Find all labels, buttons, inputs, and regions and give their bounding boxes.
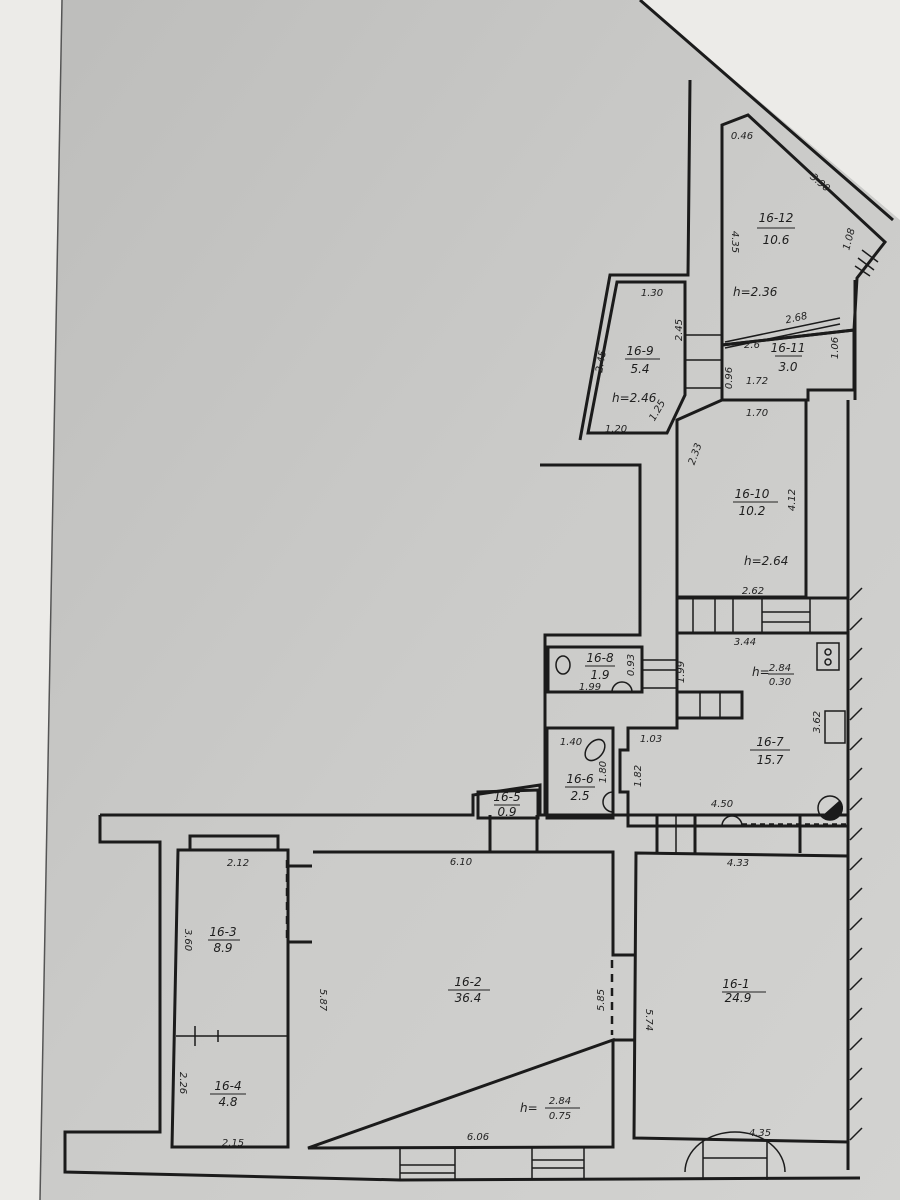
room-16-10: 16-10 10.2 h=2.64 4.12 2.33 2.62 (675, 398, 808, 599)
dimension: 1.40 (560, 737, 582, 748)
paper-sheet (40, 0, 900, 1200)
room-id: 16-12 (759, 211, 794, 225)
dimension: 0.93 (626, 654, 637, 676)
height-offset: 0.75 (549, 1111, 571, 1122)
dimension: 5.74 (643, 1009, 654, 1031)
dimension: 3.44 (734, 637, 756, 648)
dimension: 2.45 (674, 319, 685, 341)
room-16-3: 16-3 8.9 2.12 3.60 (170, 834, 312, 1149)
room-16-4: 16-4 4.8 2.26 2.15 (176, 1026, 288, 1149)
room-area: 5.4 (630, 362, 649, 376)
room-area: 10.2 (739, 504, 766, 518)
room-id: 16-4 (214, 1079, 241, 1093)
dimension: 2.62 (742, 586, 764, 597)
toilet-icon (584, 738, 606, 762)
height-value: 2.84 (769, 663, 791, 674)
room-area: 1.9 (590, 668, 609, 682)
room-16-1: 16-1 24.9 4.33 5.74 4.35 (632, 815, 850, 1180)
toilet-icon (555, 655, 571, 675)
dimension: 2.45 (594, 350, 609, 374)
room-id: 16-7 (756, 735, 784, 749)
dimension: 2.6 (744, 340, 760, 351)
room-height: h=2.36 (733, 285, 778, 299)
room-id: 16-11 (771, 341, 806, 355)
dimension: 4.35 (729, 231, 740, 253)
room-16-7: 16-7 15.7 h= 2.84 0.30 3.44 1.99 3.62 1.… (618, 631, 850, 828)
room-id: 16-9 (626, 344, 653, 358)
radiator-icon (602, 791, 614, 813)
dimension: 0.96 (724, 367, 735, 389)
room-area: 24.9 (725, 991, 752, 1005)
room-area: 4.8 (218, 1095, 237, 1109)
sink-icon (824, 710, 846, 744)
dimension: 6.10 (450, 857, 472, 868)
dimension: 1.99 (676, 661, 687, 683)
height-offset: 0.30 (769, 677, 791, 688)
room-id: 16-1 (722, 977, 749, 991)
room-16-12: 16-12 10.6 h=2.36 0.46 3.90 4.35 1.08 2.… (720, 113, 888, 349)
hatch-exterior (849, 587, 863, 1141)
dimension: 1.80 (598, 761, 609, 783)
radiator-icon (721, 815, 743, 827)
paper-edge (39, 0, 63, 1200)
room-16-6: 16-6 2.5 1.40 1.80 (545, 726, 615, 820)
stove-icon (816, 642, 840, 671)
room-area: 8.9 (213, 941, 232, 955)
dimension: 1.72 (746, 376, 768, 387)
height-prefix: h= (520, 1101, 538, 1115)
dimension: 5.85 (596, 989, 607, 1011)
height-prefix: h= (752, 665, 770, 679)
room-height: h=2.46 (612, 391, 657, 405)
dimension: 1.70 (746, 408, 768, 419)
room-id: 16-5 (493, 790, 520, 804)
room-id: 16-3 (209, 925, 236, 939)
dimension: 2.12 (227, 858, 249, 869)
dimension: 4.33 (727, 858, 749, 869)
room-area: 10.6 (763, 233, 790, 247)
room-id: 16-2 (454, 975, 481, 989)
room-area: 3.0 (778, 360, 797, 374)
room-id: 16-10 (735, 487, 770, 501)
dimension: 5.87 (317, 989, 328, 1012)
dimension: 4.12 (787, 489, 798, 511)
dimension: 2.68 (784, 311, 808, 326)
height-value: 2.84 (549, 1096, 571, 1107)
room-id: 16-6 (566, 772, 594, 786)
room-16-8: 16-8 1.9 1.99 0.93 (546, 645, 677, 694)
entrance-arc (684, 1131, 786, 1173)
dimension: 1.30 (641, 288, 663, 299)
dimension: 1.99 (579, 682, 601, 693)
dimension: 3.62 (812, 711, 823, 733)
room-area: 15.7 (757, 753, 784, 767)
dimension: 2.15 (222, 1138, 244, 1149)
dimension: 4.35 (749, 1128, 771, 1139)
room-id: 16-8 (586, 651, 614, 665)
room-area: 0.9 (497, 805, 516, 819)
room-height: h=2.64 (744, 554, 788, 568)
dimension: 3.60 (182, 929, 193, 951)
dimension: 6.06 (467, 1132, 489, 1143)
dimension: 1.03 (640, 734, 662, 745)
room-area: 36.4 (455, 991, 482, 1005)
dimension: 1.20 (605, 424, 627, 435)
dimension: 2.26 (177, 1072, 188, 1094)
dimension: 1.82 (633, 765, 644, 787)
dimension: 4.50 (711, 799, 733, 810)
dimension: 1.06 (830, 337, 841, 359)
room-16-2: 16-2 36.4 h= 2.84 0.75 6.10 5.87 5.85 6.… (307, 815, 636, 1180)
room-area: 2.5 (570, 789, 589, 803)
room-16-11: 16-11 3.0 2.6 0.96 1.72 1.70 1.06 (720, 328, 856, 419)
dimension: 0.46 (731, 131, 753, 142)
radiator-icon (611, 681, 633, 693)
